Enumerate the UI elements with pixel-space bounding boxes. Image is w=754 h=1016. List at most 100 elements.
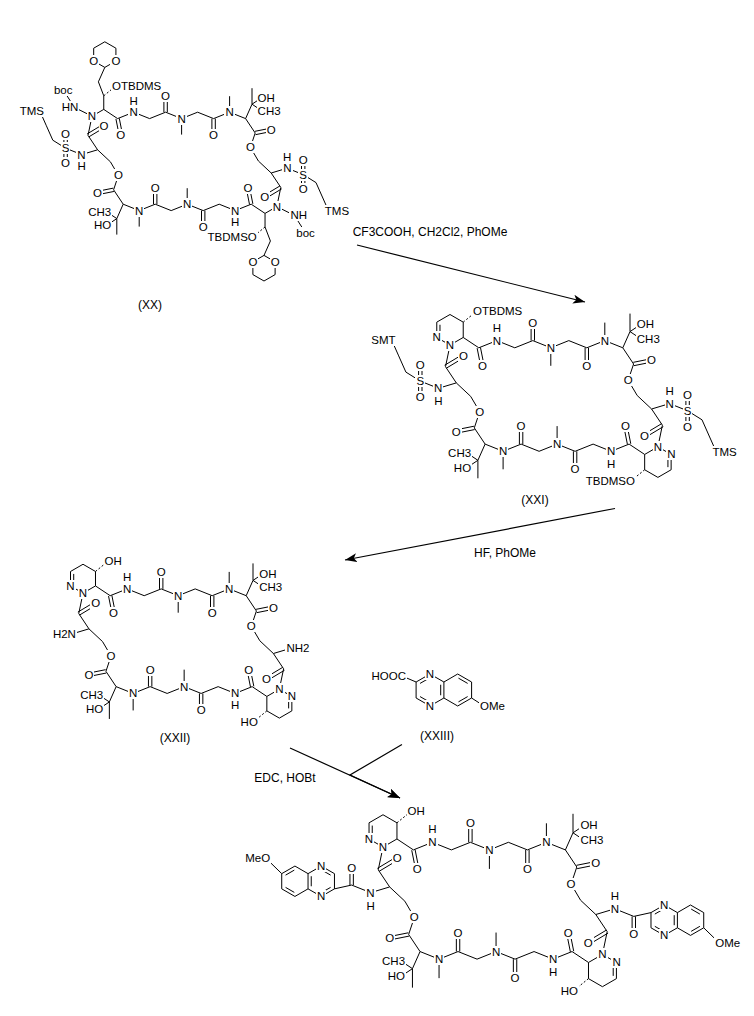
bond-line bbox=[588, 979, 602, 987]
atom-label: O bbox=[465, 817, 476, 829]
atom-label: OMe bbox=[714, 937, 741, 949]
bond-line bbox=[253, 563, 254, 580]
atom-label: O bbox=[150, 182, 161, 194]
bond-line bbox=[412, 969, 413, 988]
compound-label: (XX) bbox=[137, 299, 163, 312]
atom-label: HO bbox=[85, 703, 104, 715]
atom-label: O bbox=[623, 374, 634, 386]
atom-label: HOOC bbox=[371, 670, 408, 682]
reagent-label: EDC, HOBt bbox=[252, 772, 317, 785]
bond-line bbox=[109, 687, 116, 702]
bond-line bbox=[623, 348, 634, 364]
atom-label: MeO bbox=[244, 852, 271, 864]
bond-line bbox=[412, 952, 420, 969]
bond-line bbox=[369, 815, 383, 823]
bond-line bbox=[451, 842, 470, 850]
compound-label: (XXI) bbox=[520, 494, 549, 507]
atom-label: O bbox=[60, 157, 71, 169]
atom-label: TMS bbox=[19, 105, 45, 117]
bond-line bbox=[98, 67, 104, 81]
bond-line bbox=[396, 823, 397, 839]
atom-label: O bbox=[590, 857, 601, 869]
atom-label: O bbox=[198, 221, 209, 233]
atom-label: N bbox=[666, 448, 676, 460]
bond-line bbox=[463, 322, 464, 337]
bond-line bbox=[630, 314, 631, 332]
reaction-arrow bbox=[350, 745, 402, 799]
atom-label: N bbox=[597, 948, 607, 960]
atom-label: N bbox=[659, 899, 669, 911]
bond-line bbox=[258, 161, 271, 173]
atom-label: HO bbox=[93, 219, 112, 231]
bond-line bbox=[252, 88, 253, 104]
atom-label: O bbox=[415, 391, 426, 403]
bond-line bbox=[109, 702, 110, 719]
atom-label: H bbox=[128, 95, 138, 107]
compound-structure: HOOCNNOMe(XXIII) bbox=[364, 660, 510, 745]
bond-line bbox=[440, 685, 441, 696]
bond-line bbox=[458, 674, 472, 682]
bond-line bbox=[282, 889, 295, 897]
atom-label: N bbox=[484, 844, 494, 856]
bond-line bbox=[71, 564, 83, 571]
bond-line bbox=[450, 315, 463, 323]
atom-label: CH3 bbox=[447, 447, 472, 459]
bond-line bbox=[602, 979, 616, 987]
bond-line bbox=[201, 687, 218, 694]
bond-line bbox=[150, 687, 167, 694]
atom-label: O bbox=[108, 607, 119, 619]
bond-line bbox=[515, 341, 533, 348]
compound-label: (XXII) bbox=[159, 732, 192, 745]
atom-label: S bbox=[298, 169, 308, 181]
atom-label: S bbox=[61, 142, 71, 154]
atom-label: N bbox=[548, 953, 558, 965]
bond-line bbox=[397, 839, 413, 850]
bond-line bbox=[565, 850, 576, 867]
atom-label: O bbox=[88, 55, 99, 67]
bond-line bbox=[279, 711, 291, 718]
bond-line bbox=[702, 420, 709, 436]
bond-line bbox=[103, 96, 104, 110]
bond-line bbox=[645, 470, 658, 478]
atom-label: O bbox=[145, 664, 156, 676]
atom-label: H bbox=[664, 385, 674, 397]
atom-label: O bbox=[243, 182, 254, 194]
atom-label: N bbox=[425, 668, 435, 680]
atom-label: HO bbox=[387, 970, 406, 982]
bond-line bbox=[444, 674, 458, 682]
atom-label: N bbox=[316, 860, 326, 872]
atom-label: O bbox=[208, 129, 219, 141]
atom-label: OH bbox=[407, 805, 426, 817]
atom-label: N bbox=[378, 841, 388, 853]
atom-label: O bbox=[261, 673, 272, 685]
bond-line bbox=[581, 900, 596, 914]
bond-line bbox=[203, 204, 219, 210]
atom-label: NH bbox=[289, 209, 308, 221]
bond-line bbox=[271, 173, 281, 187]
bond-line bbox=[703, 913, 704, 928]
atom-label: N bbox=[434, 953, 444, 965]
atom-label: O bbox=[682, 421, 693, 433]
atom-label: N bbox=[433, 382, 443, 394]
atom-label: O bbox=[243, 664, 254, 676]
atom-label: N bbox=[76, 149, 86, 161]
compound-structure: NNOTBDMSONHONONOHCH3OONHSOOTMSONNTBDMSOO… bbox=[360, 302, 752, 509]
bond-line bbox=[623, 332, 630, 348]
bond-line bbox=[89, 629, 103, 642]
atom-label: O bbox=[458, 350, 469, 362]
bond-line bbox=[98, 150, 111, 162]
compound-label: (XXIII) bbox=[419, 730, 455, 743]
bond-line bbox=[334, 874, 335, 889]
atom-label: OMe bbox=[479, 700, 506, 712]
bond-line bbox=[458, 697, 467, 702]
atom-label: OH bbox=[257, 92, 276, 104]
bond-line bbox=[334, 885, 351, 889]
atom-label: O bbox=[110, 55, 121, 67]
compound-structure: HNbocNOTBDMSOOONHONONOHCH3OONHSOOTMSONHb… bbox=[5, 20, 357, 315]
bond-line bbox=[117, 204, 123, 218]
atom-label: HO bbox=[560, 985, 579, 997]
atom-label: CH3 bbox=[636, 333, 661, 345]
bond-line bbox=[569, 341, 587, 348]
